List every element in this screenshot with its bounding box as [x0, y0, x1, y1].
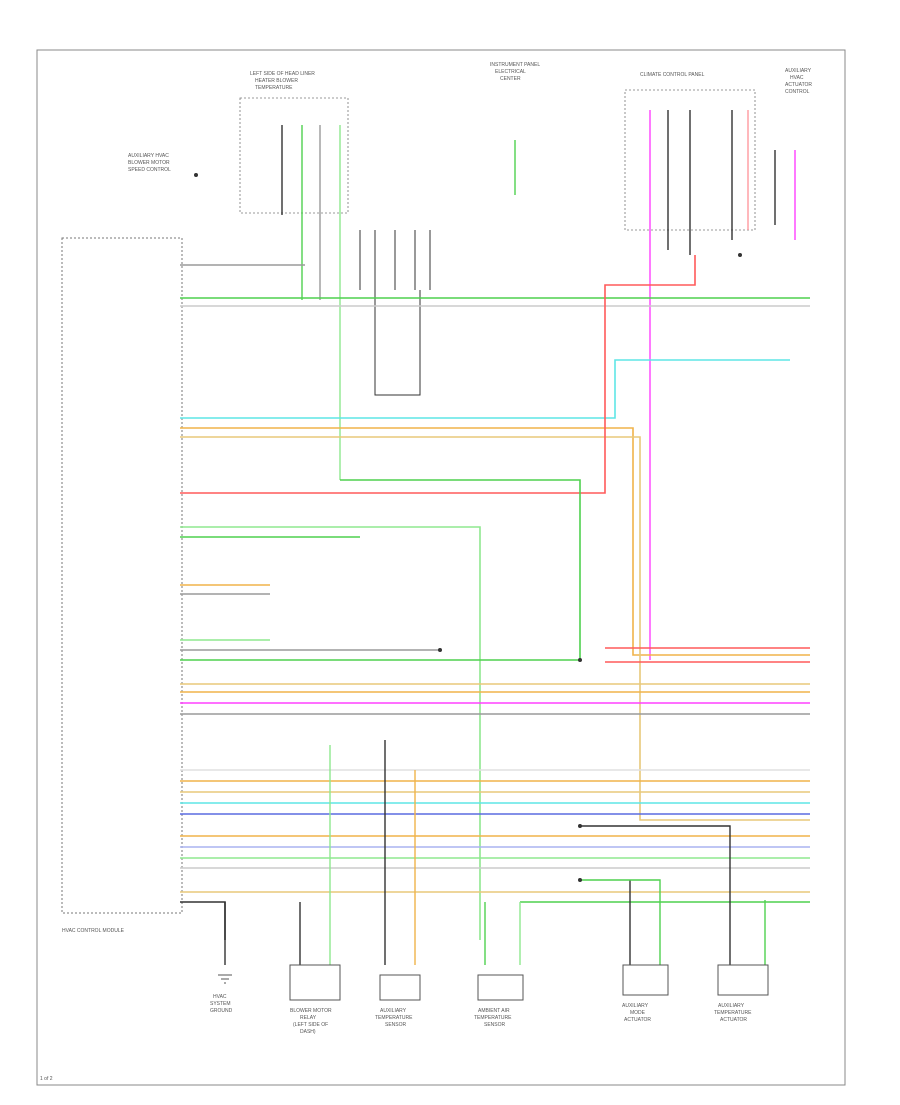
top-panel-left — [239, 97, 349, 214]
blower-relay-box — [289, 964, 341, 1001]
ip-label-3: CENTER — [500, 76, 521, 82]
sensor2-label-3: SENSOR — [484, 1022, 506, 1028]
h-wire-7 — [180, 255, 696, 494]
far-right-label-1: AUXILIARY — [785, 68, 812, 74]
actuator-2-box — [717, 964, 769, 996]
left-callout-2: BLOWER MOTOR — [128, 160, 170, 166]
sensor2-label-1: AMBIENT AIR — [478, 1008, 510, 1014]
module-label: HVAC CONTROL MODULE — [62, 928, 125, 934]
splice-block — [359, 230, 431, 396]
far-right-labels: AUXILIARY HVAC ACTUATOR CONTROL — [785, 68, 812, 95]
left-callout-1: AUXILIARY HVAC — [128, 153, 169, 159]
far-right-label-3: ACTUATOR — [785, 82, 812, 88]
act1-label-1: AUXILIARY — [622, 1003, 649, 1009]
climate-control-panel-box — [624, 89, 756, 231]
top-left-label-3: TEMPERATURE — [255, 85, 293, 91]
h-wire-6 — [180, 436, 810, 821]
drop-9 — [580, 879, 661, 965]
diagram-frame — [36, 49, 846, 1086]
relay-label-2: RELAY — [300, 1015, 317, 1021]
ip-label-1: INSTRUMENT PANEL — [490, 62, 540, 68]
corner-code: 1 of 2 — [40, 1076, 53, 1082]
relay-label-3: (LEFT SIDE OF — [293, 1022, 328, 1028]
dot-3 — [578, 878, 582, 882]
ground-label-2: SYSTEM — [210, 1001, 231, 1007]
sensor2-label-2: TEMPERATURE — [474, 1015, 512, 1021]
ip-label-2: ELECTRICAL — [495, 69, 526, 75]
act2-label-1: AUXILIARY — [718, 1003, 745, 1009]
top-vertical-wires — [281, 110, 796, 660]
bottom-drops — [224, 740, 766, 965]
dot-5 — [194, 173, 198, 177]
instrument-panel-labels: INSTRUMENT PANEL ELECTRICAL CENTER — [490, 62, 540, 82]
splice-dots — [194, 173, 742, 882]
splice-6 — [374, 290, 421, 396]
horizontal-wires — [180, 255, 810, 940]
h-wire-4 — [180, 359, 790, 419]
top-left-label-2: HEATER BLOWER — [255, 78, 298, 84]
bottom-components — [218, 964, 769, 1001]
temp-sensor-2-box — [477, 974, 524, 1001]
act1-label-2: MODE — [630, 1010, 646, 1016]
act1-label-3: ACTUATOR — [624, 1017, 651, 1023]
sensor1-label-3: SENSOR — [385, 1022, 407, 1028]
relay-label-1: BLOWER MOTOR — [290, 1008, 332, 1014]
act2-label-3: ACTUATOR — [720, 1017, 747, 1023]
hvac-module-box — [61, 237, 183, 914]
ground-label-3: GROUND — [210, 1008, 233, 1014]
dot-4 — [438, 648, 442, 652]
left-callout-3: SPEED CONTROL — [128, 167, 171, 173]
dot-2 — [578, 824, 582, 828]
dot-1 — [578, 658, 582, 662]
relay-label-4: DASH) — [300, 1029, 316, 1035]
ground-label-1: HVAC — [213, 994, 227, 1000]
far-right-label-2: HVAC — [790, 75, 804, 81]
left-callout: AUXILIARY HVAC BLOWER MOTOR SPEED CONTRO… — [128, 153, 171, 173]
far-right-label-4: CONTROL — [785, 89, 810, 95]
top-panel-left-labels: LEFT SIDE OF HEAD LINER HEATER BLOWER TE… — [250, 71, 315, 91]
sensor1-label-1: AUXILIARY — [380, 1008, 407, 1014]
dot-6 — [738, 253, 742, 257]
h-wire-5 — [180, 427, 810, 656]
temp-sensor-1-box — [379, 974, 421, 1001]
h-wire-14 — [180, 479, 581, 661]
actuator-1-box — [622, 964, 669, 996]
climate-panel-label: CLIMATE CONTROL PANEL — [640, 72, 705, 78]
ground-symbol — [218, 974, 232, 984]
sensor1-label-2: TEMPERATURE — [375, 1015, 413, 1021]
bottom-labels: HVAC SYSTEM GROUND BLOWER MOTOR RELAY (L… — [210, 994, 752, 1035]
drop-10 — [580, 825, 731, 965]
top-left-label-1: LEFT SIDE OF HEAD LINER — [250, 71, 315, 77]
h-wire-31 — [180, 901, 226, 940]
act2-label-2: TEMPERATURE — [714, 1010, 752, 1016]
